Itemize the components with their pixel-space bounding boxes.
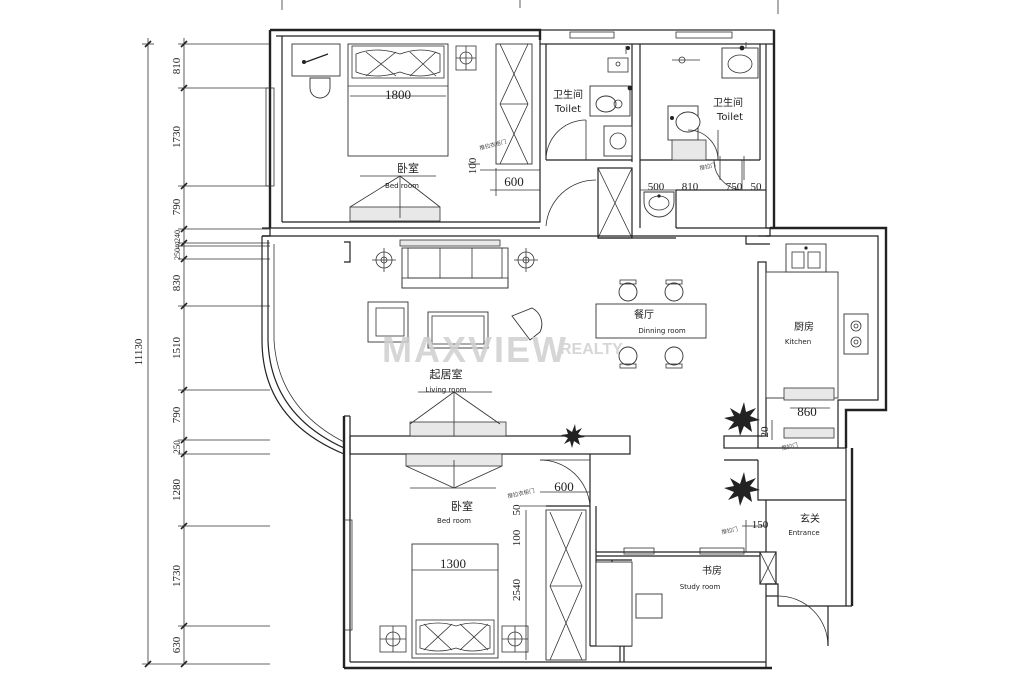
hall-door-swing xyxy=(545,179,597,227)
label-dining-cn: 餐厅 xyxy=(634,308,654,321)
label-bedroom-bottom-cn: 卧室 xyxy=(451,499,473,513)
top-frame xyxy=(281,0,779,14)
stove xyxy=(843,313,869,355)
svg-text:推拉门: 推拉门 xyxy=(721,525,739,536)
dim-top-right: 50 xyxy=(751,181,763,193)
label-kitchen-cn: 厨房 xyxy=(794,320,814,333)
svg-text:推拉衣柜门: 推拉衣柜门 xyxy=(507,486,536,500)
dimension-labels: 1800 600 100 860 20 1300 600 50 100 2540… xyxy=(385,87,817,601)
desk xyxy=(291,43,341,77)
label-study-cn: 书房 xyxy=(702,564,722,577)
dim-left-seg: 790 xyxy=(171,198,183,215)
chair xyxy=(309,77,331,99)
wash-basin xyxy=(643,191,675,218)
study-desk xyxy=(595,561,633,647)
dim-entrance-gap: 150 xyxy=(752,519,769,531)
toilet-left xyxy=(545,46,633,161)
dining-room xyxy=(595,279,707,369)
dim-top-right: 810 xyxy=(682,181,699,193)
living-room xyxy=(367,239,543,489)
dim-left-seg: 810 xyxy=(171,57,183,74)
bay-window xyxy=(261,235,345,455)
watermark-sub: REALTY xyxy=(560,341,623,358)
label-toilet-right-en: Toilet xyxy=(716,112,743,123)
dim-bed-top: 1800 xyxy=(385,87,411,102)
bedroom-top: 推拉衣柜门 xyxy=(291,43,540,218)
bedroom-bottom: 推拉衣柜门 xyxy=(379,459,591,661)
bed-top xyxy=(347,43,449,157)
armchair xyxy=(367,301,409,343)
plant-icons xyxy=(561,402,760,506)
label-entrance-cn: 玄关 xyxy=(800,512,820,525)
dim-left-seg: 40 xyxy=(174,241,182,249)
dim-bottom-left-c: 2540 xyxy=(511,579,523,602)
label-toilet-left-cn: 卫生间 xyxy=(553,88,583,101)
dim-left-seg: 250 xyxy=(173,248,182,260)
svg-text:推拉门: 推拉门 xyxy=(781,441,799,452)
study-room xyxy=(595,561,663,647)
plant-icon xyxy=(724,472,760,506)
dim-left-seg: 240 xyxy=(173,230,182,242)
plant-icon xyxy=(724,402,760,436)
top-right-dims: 500 810 750 50 xyxy=(640,156,766,193)
dim-left-seg: 250 xyxy=(172,440,182,454)
armchair-2 xyxy=(511,307,543,341)
dim-left-seg: 1510 xyxy=(171,337,183,360)
dim-left-seg: 1280 xyxy=(171,479,183,502)
toilet-right: 推拉门 xyxy=(667,42,759,191)
coffee-table xyxy=(427,311,489,349)
left-dimension-chain: 11130 810 1730 790 240 40 250 830 1510 7… xyxy=(133,38,270,668)
plant-icon xyxy=(561,424,585,448)
dim-left-seg: 830 xyxy=(171,274,183,291)
dim-wardrobe-gap: 100 xyxy=(467,157,479,174)
dim-left-seg: 1730 xyxy=(171,565,183,588)
dim-wardrobe-top: 600 xyxy=(504,174,524,189)
watermark-main: MAXVIEW xyxy=(382,329,568,370)
label-entrance-en: Entrance xyxy=(788,529,819,537)
study-chair xyxy=(635,593,663,619)
label-kitchen-en: Kitchen xyxy=(785,338,811,346)
label-toilet-left-en: Toilet xyxy=(554,104,581,115)
watermark: MAXVIEW REALTY xyxy=(382,329,623,370)
svg-text:推拉门: 推拉门 xyxy=(699,161,717,172)
dim-bottom-left-b: 100 xyxy=(511,529,523,546)
dim-bottom-left-a: 50 xyxy=(511,504,523,516)
dim-kitchen-gap: 20 xyxy=(759,426,771,438)
wardrobe-bottom xyxy=(545,509,587,661)
dim-left-seg: 790 xyxy=(171,406,183,423)
label-dining-en: Dinning room xyxy=(638,327,686,335)
label-bedroom-top-en: Bed room xyxy=(385,182,419,190)
bed-bottom xyxy=(411,543,499,659)
label-living-en: Living room xyxy=(425,386,466,394)
label-living-cn: 起居室 xyxy=(430,367,463,381)
entrance-area: 推拉门 xyxy=(721,520,766,552)
dim-top-right: 500 xyxy=(648,181,665,193)
dim-left-total: 11130 xyxy=(133,338,145,365)
label-study-en: Study room xyxy=(680,583,721,591)
label-bedroom-bottom-en: Bed room xyxy=(437,517,471,525)
dim-left-seg: 630 xyxy=(171,636,183,653)
dim-top-right: 750 xyxy=(726,181,743,193)
label-toilet-right-cn: 卫生间 xyxy=(713,96,743,109)
dining-table xyxy=(595,303,707,339)
dim-kitchen-counter: 860 xyxy=(797,404,817,419)
dim-left-seg: 1730 xyxy=(171,126,183,149)
kitchen: 推拉门 xyxy=(765,243,869,452)
room-labels: 卧室 Bed room 卫生间 Toilet 卫生间 Toilet 起居室 Li… xyxy=(385,88,820,591)
dim-bed-bottom: 1300 xyxy=(440,556,466,571)
dim-wardrobe-bottom: 600 xyxy=(554,479,574,494)
sofa xyxy=(401,247,509,289)
label-bedroom-top-cn: 卧室 xyxy=(397,161,419,175)
